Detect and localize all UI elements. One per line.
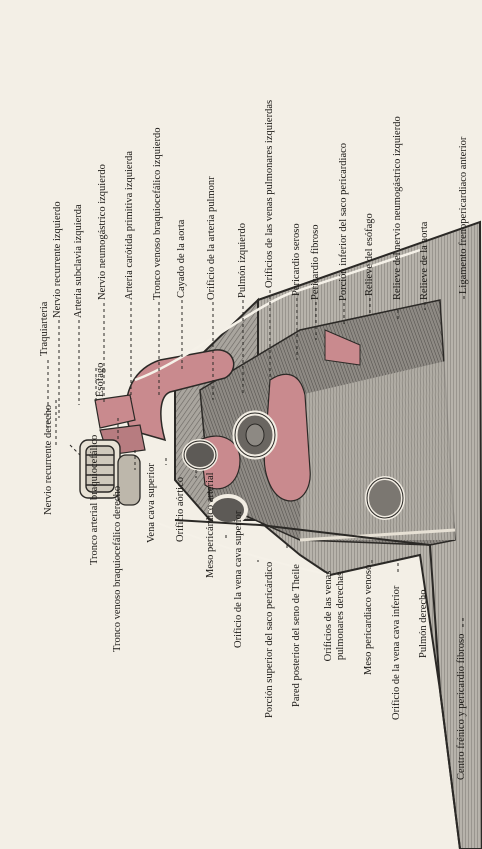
label-pericardio-seroso: Pericardio seroso: [292, 223, 303, 296]
label-ligamento-frenopericardiaco: Ligamento frenopericardiaco anterior: [459, 137, 470, 294]
label-porcion-superior-saco: Porción superior del saco pericárdico: [265, 562, 276, 718]
label-nervio-recurrente-izquierdo: Nervio recurrente izquierdo: [53, 201, 64, 318]
label-pulmon-derecho: Pulmón derecho: [419, 589, 430, 658]
label-orificio-arteria-pulmonar: Orificio de la arteria pulmonr: [207, 176, 218, 300]
label-orificio-aortico: Orificio aórtico: [176, 477, 187, 542]
label-pulmon-izquierdo: Pulmón izquierdo: [238, 223, 249, 298]
label-tronco-venoso-braquiocefalico-izquierdo: Tronco venoso braquiocefálico izquierdo: [153, 127, 164, 300]
label-centro-frenico: Centro frénico y pericardio fibroso: [457, 634, 468, 780]
label-pared-posterior-seno-theile: Pared posterior del seno de Theile: [292, 564, 303, 707]
label-arteria-carotida-primitiva-izquierda: Arteria carótida primitiva izquierda: [125, 151, 136, 300]
label-arteria-subclavia-izquierda: Arteria subclavia izquierda: [74, 204, 85, 318]
label-tronco-arterial-braquiocefalico: Tronco arterial braquiocefálico: [90, 435, 101, 565]
label-porcion-inferior-saco: Porción inferior del saco pericardiaco: [339, 143, 350, 301]
label-nervio-recurrente-derecho: Nervio recurrente derecho: [44, 405, 55, 515]
label-orificio-vena-cava-inferior: Orificio de la vena cava inferior: [392, 586, 403, 720]
label-meso-pericardico-arterial: Meso pericárdico arterial: [206, 472, 217, 578]
label-esofago: Esófago: [96, 363, 107, 397]
label-pericardio-fibroso: Pericardio fibroso: [311, 224, 322, 300]
label-relieve-esofago: Relieve del esófago: [365, 213, 376, 296]
label-orificios-venas-pulmonares-izquierdas: Orificios de las venas pulmonares izquie…: [265, 100, 276, 288]
label-vena-cava-superior: Vena cava superior: [147, 463, 158, 543]
label-traquiarteria: Traquiarteria: [40, 302, 51, 356]
label-orificios-venas-pulmonares-derechas: Orificios de las venas pulmonares derech…: [323, 556, 347, 676]
label-orificio-vena-cava-superior: Orificio de la vena cava superior: [234, 511, 245, 648]
label-relieve-aorta: Relieve de la aorta: [420, 222, 431, 300]
label-tronco-venoso-braquiocefalico-derecho: Tronco venoso braquiocefálico derecho: [113, 486, 124, 652]
label-meso-pericardiaco-venoso: Meso pericardiaco venoso: [364, 565, 375, 675]
label-nervio-neumogastrico-izquierdo: Nervio neumogástrico izquierdo: [98, 164, 109, 300]
label-cayado-aorta: Cayado de la aorta: [177, 220, 188, 298]
label-relieve-nervio-neumogastrico: Relieve del nervio neumogástrico izquier…: [393, 116, 404, 300]
